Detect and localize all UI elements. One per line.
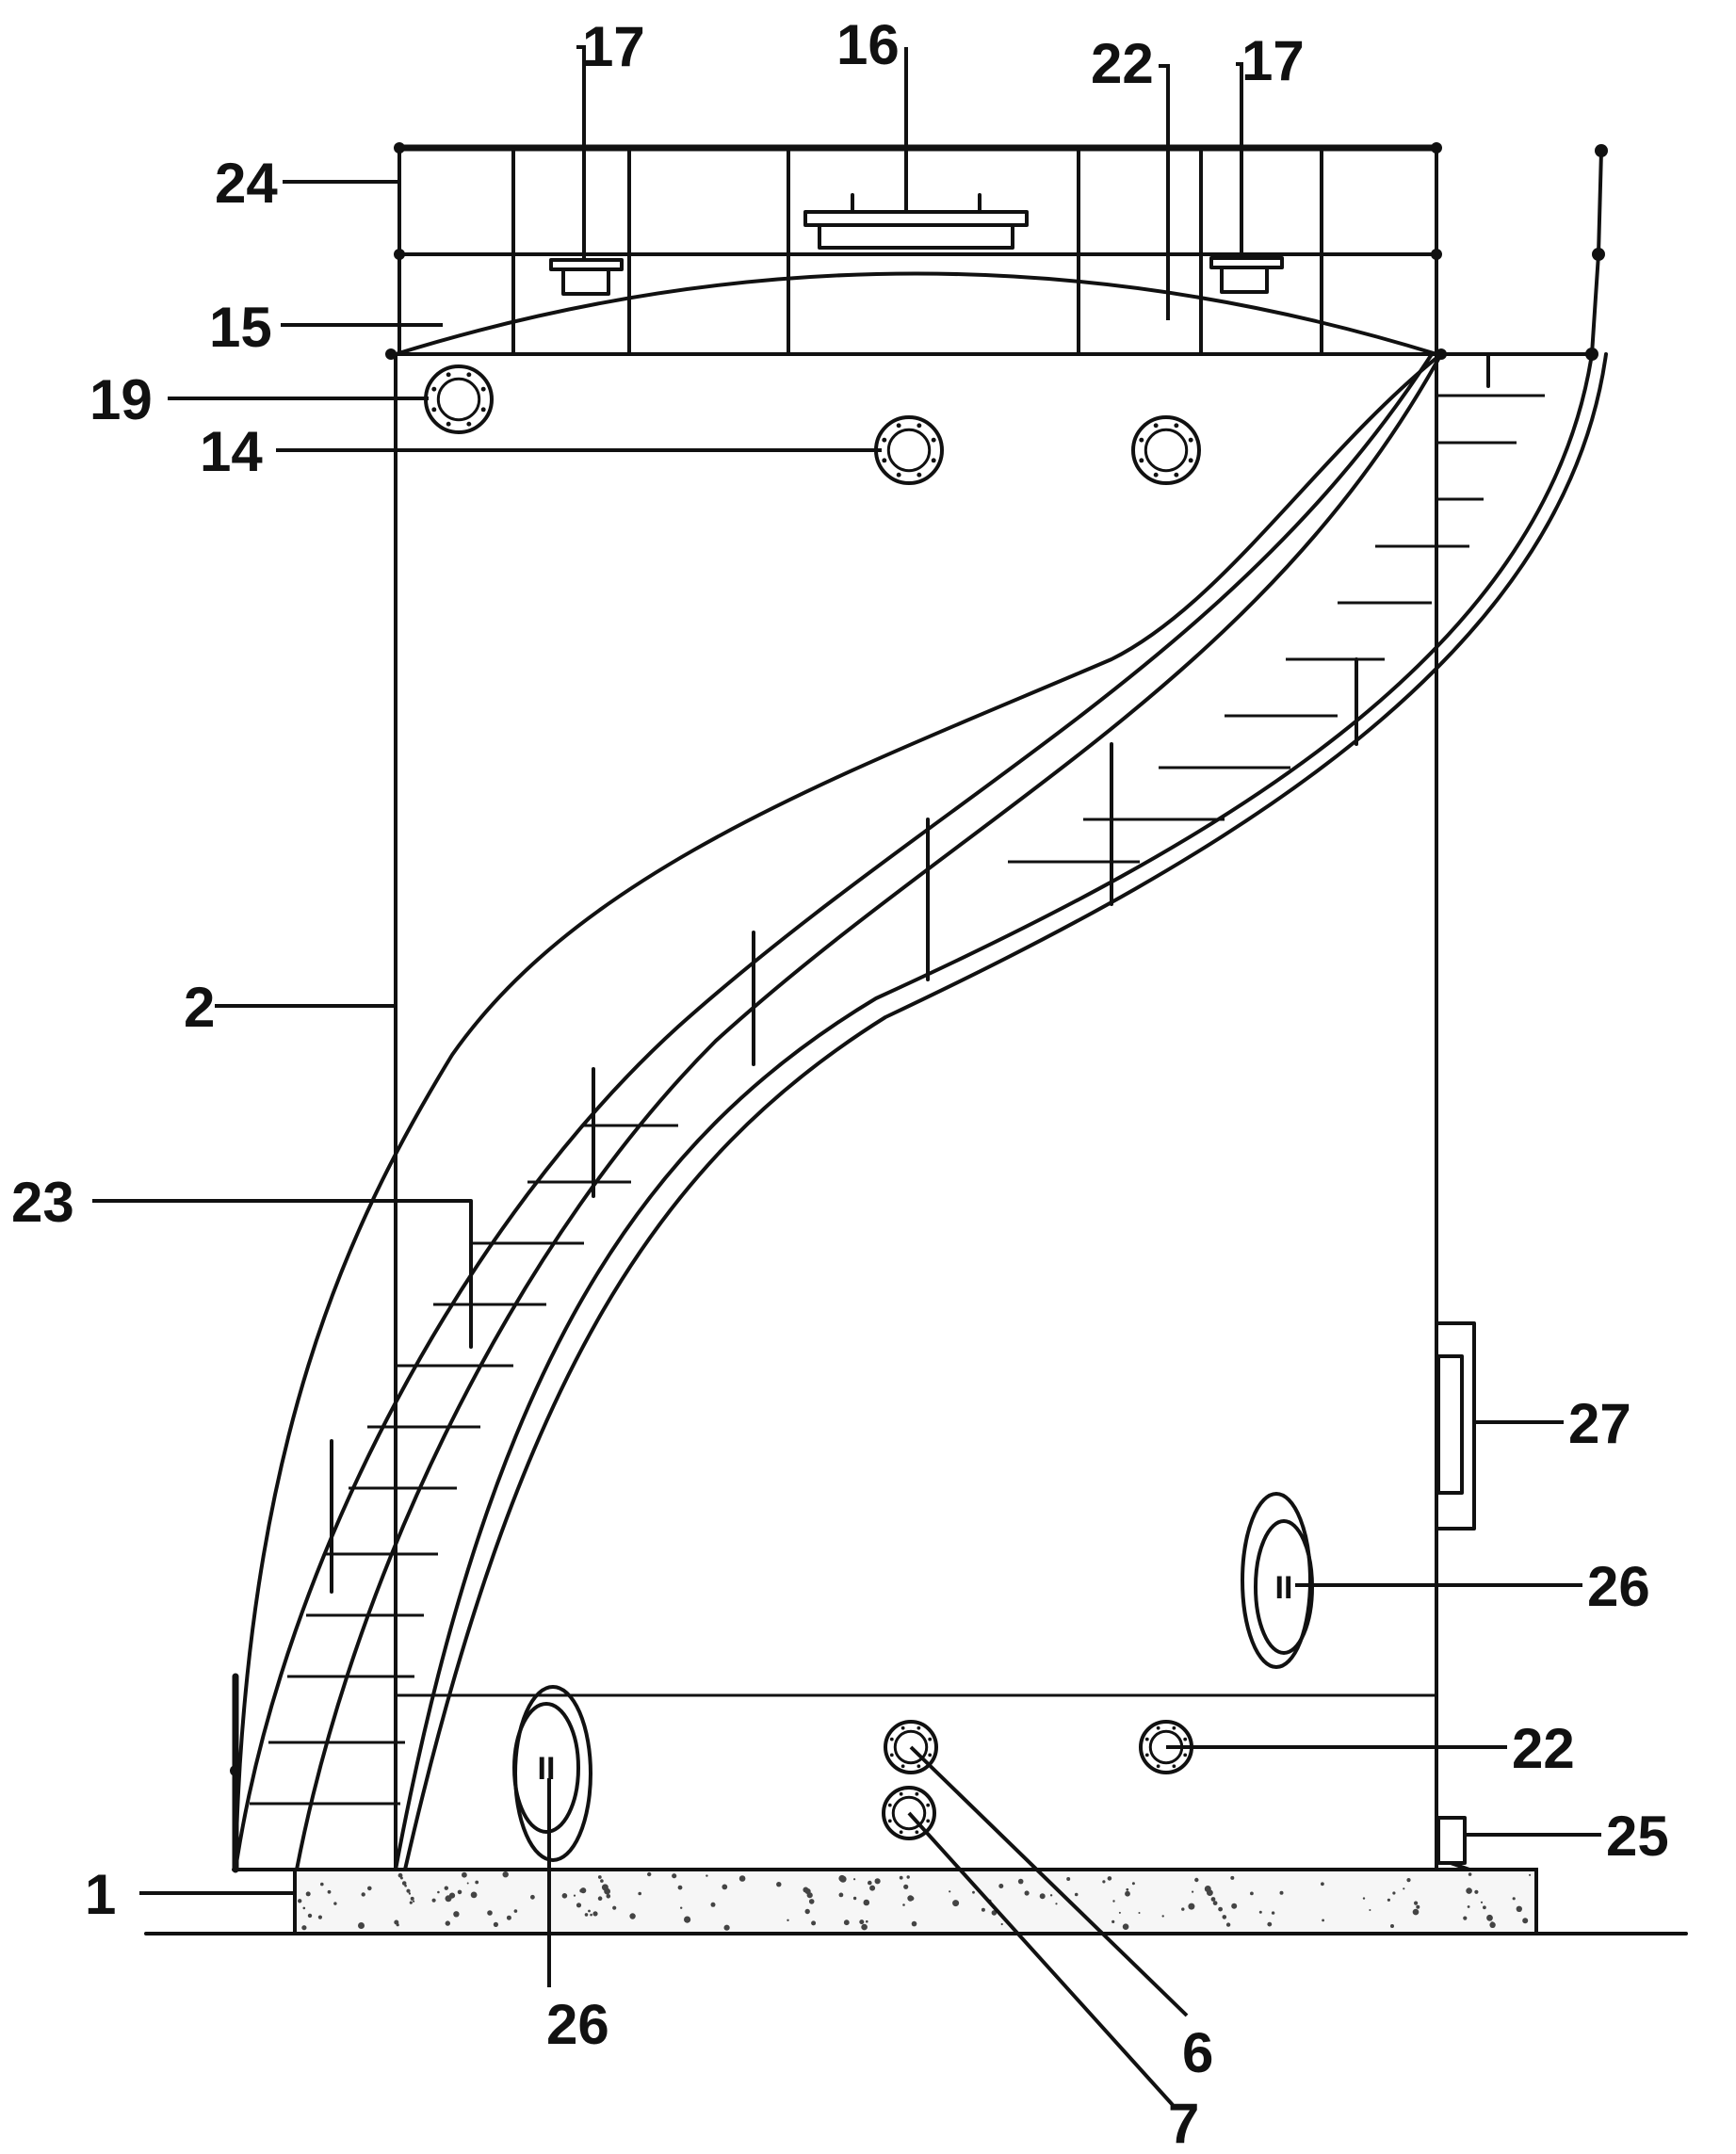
label-15: 15 xyxy=(209,296,272,359)
top-handrail xyxy=(1435,149,1603,356)
spiral-stair xyxy=(230,144,1608,1873)
label-2: 2 xyxy=(184,976,215,1039)
nozzle-22-top xyxy=(1131,415,1201,485)
label-6: 6 xyxy=(1182,2021,1213,2084)
label-22-top: 22 xyxy=(1091,32,1154,95)
concrete-foundation xyxy=(293,1868,1538,1935)
label-26-bottom: 26 xyxy=(546,1993,609,2056)
nozzle-19 xyxy=(424,364,494,434)
manhole-mark: II xyxy=(1275,1570,1293,1606)
roof-vent-right xyxy=(1209,256,1284,294)
roof-manhole xyxy=(803,193,1029,250)
label-19: 19 xyxy=(89,368,153,431)
stair-treads xyxy=(250,394,1545,1806)
leader-lines xyxy=(92,45,1601,2107)
label-25: 25 xyxy=(1606,1805,1669,1868)
label-1: 1 xyxy=(85,1863,116,1926)
label-26-right: 26 xyxy=(1587,1555,1650,1618)
roof-guardrail xyxy=(385,142,1447,360)
label-17-right: 17 xyxy=(1241,29,1305,92)
label-24: 24 xyxy=(215,152,278,215)
label-7: 7 xyxy=(1168,2092,1199,2154)
tank-shell xyxy=(232,352,1471,1871)
roof-vent-left xyxy=(549,258,624,296)
dome-roof xyxy=(394,271,1438,356)
shell-manhole-left: II xyxy=(512,1685,592,1862)
grounding-lug xyxy=(1436,1816,1471,1871)
label-16: 16 xyxy=(836,13,900,76)
label-27: 27 xyxy=(1568,1392,1631,1455)
concrete-speckle xyxy=(298,1871,1532,1931)
shell-manhole-right: II xyxy=(1241,1492,1314,1669)
level-gauge-box xyxy=(1435,1321,1476,1530)
label-23: 23 xyxy=(11,1171,74,1234)
nozzle-14 xyxy=(874,415,944,485)
part-labels: 24 17 16 22 17 15 19 14 2 23 27 26 22 25… xyxy=(11,13,1669,2154)
label-17-left: 17 xyxy=(582,15,645,78)
label-14: 14 xyxy=(200,420,263,483)
label-22-bottom: 22 xyxy=(1512,1717,1575,1780)
manhole-mark: II xyxy=(538,1751,556,1787)
